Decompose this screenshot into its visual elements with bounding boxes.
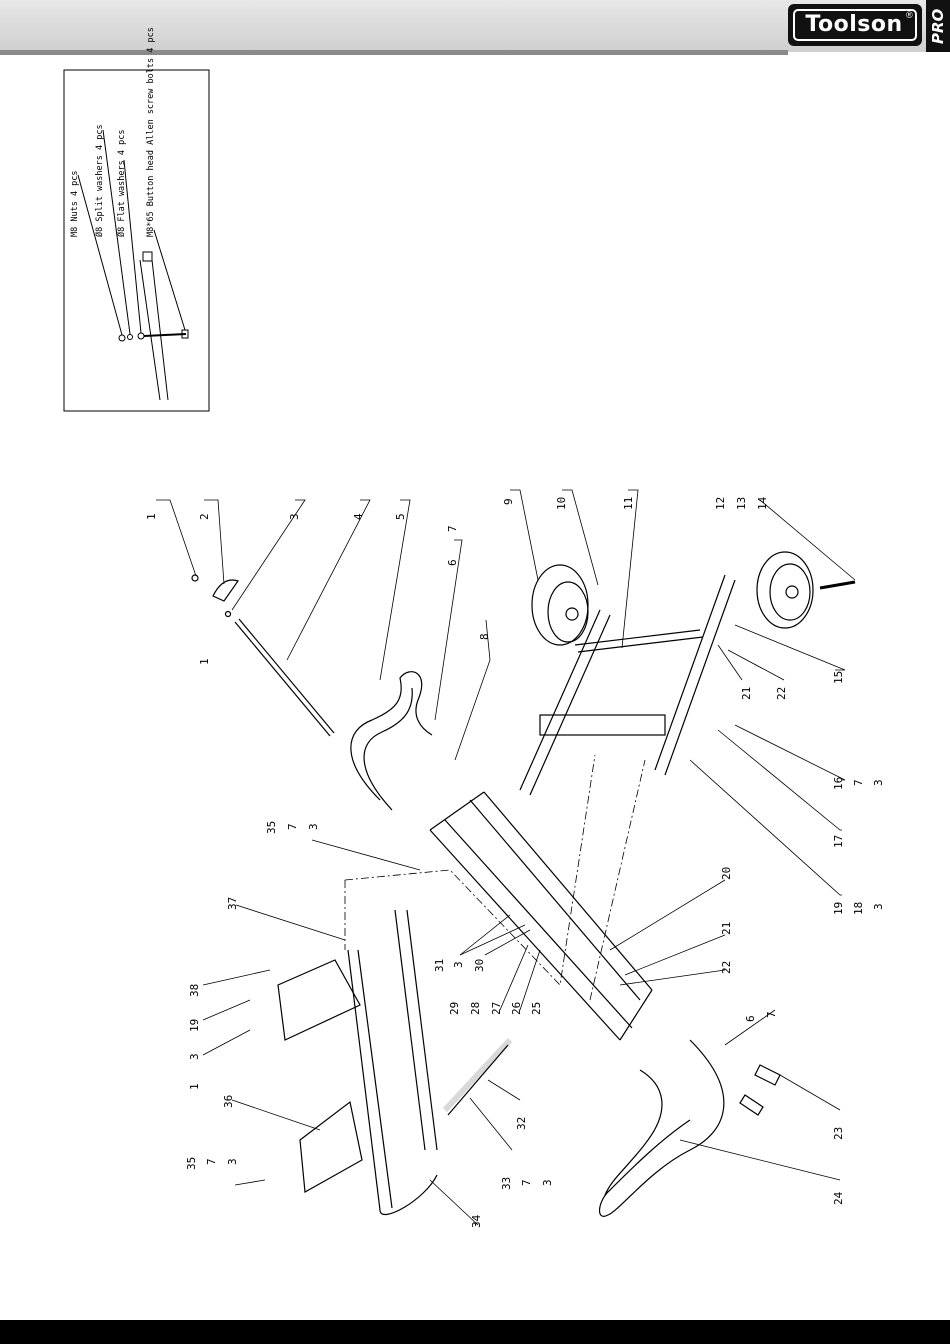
- callout-9: 9: [502, 498, 515, 505]
- callout-1: 1: [145, 513, 158, 520]
- callout-18: 18: [852, 902, 865, 915]
- callout-8: 8: [478, 633, 491, 640]
- callout-35b: 35: [185, 1157, 198, 1170]
- callout-7: 7: [446, 525, 459, 532]
- inset-label-split-washers: Ø8 Split washers 4 pcs: [94, 124, 105, 237]
- callout-2: 2: [198, 513, 211, 520]
- callout-36: 36: [222, 1095, 235, 1108]
- callout-26: 26: [510, 1002, 523, 1015]
- callout-13: 13: [735, 497, 748, 510]
- callout-7c: 7: [286, 823, 299, 830]
- callout-4: 4: [352, 513, 365, 520]
- callout-15: 15: [832, 671, 845, 684]
- callout-30: 30: [473, 959, 486, 972]
- callout-5: 5: [394, 513, 407, 520]
- callout-28: 28: [469, 1002, 482, 1015]
- inset-label-flat-washers: Ø8 Flat washers 4 pcs: [116, 130, 127, 237]
- page-footer: [0, 1320, 950, 1344]
- callout-16: 16: [832, 777, 845, 790]
- callout-14: 14: [756, 496, 769, 510]
- callout-19b: 19: [188, 1019, 201, 1032]
- callout-29: 29: [448, 1002, 461, 1015]
- frame-drawing: [156, 490, 855, 1225]
- callout-7f: 7: [765, 1011, 778, 1018]
- callout-3b: 3: [872, 779, 885, 786]
- callout-20: 20: [720, 867, 733, 880]
- callout-12: 12: [714, 497, 727, 510]
- callout-21: 21: [740, 687, 753, 700]
- callout-32: 32: [515, 1117, 528, 1130]
- callout-24: 24: [832, 1191, 845, 1205]
- callout-3g: 3: [226, 1158, 239, 1165]
- callout-1b: 1: [198, 658, 211, 665]
- callout-3h: 3: [541, 1179, 554, 1186]
- callout-19: 19: [832, 902, 845, 915]
- callout-23: 23: [832, 1127, 845, 1140]
- inset-label-nuts: M8 Nuts 4 pcs: [70, 170, 80, 237]
- callout-21b: 21: [720, 922, 733, 935]
- callout-6: 6: [446, 559, 459, 566]
- callout-7d: 7: [205, 1158, 218, 1165]
- callout-3c: 3: [872, 903, 885, 910]
- callout-3: 3: [288, 513, 301, 520]
- callout-7e: 7: [520, 1179, 533, 1186]
- callout-33: 33: [500, 1177, 513, 1190]
- callout-31: 31: [433, 959, 446, 972]
- callout-34: 34: [470, 1214, 483, 1228]
- callout-10: 10: [555, 497, 568, 510]
- inset-label-bolts: M8*65 Button head Allen screw bolts 4 pc…: [146, 27, 156, 237]
- inset-frame: [64, 70, 209, 411]
- callout-3d: 3: [307, 823, 320, 830]
- callout-3f: 3: [188, 1053, 201, 1060]
- callout-6b: 6: [744, 1015, 757, 1022]
- callout-25: 25: [530, 1002, 543, 1015]
- callout-22: 22: [775, 687, 788, 700]
- callout-22b: 22: [720, 961, 733, 974]
- callout-17: 17: [832, 835, 845, 848]
- callout-35: 35: [265, 821, 278, 834]
- callout-27: 27: [490, 1002, 503, 1015]
- callout-38: 38: [188, 984, 201, 997]
- callout-1c: 1: [188, 1083, 201, 1090]
- callout-7b: 7: [852, 779, 865, 786]
- callout-3e: 3: [452, 961, 465, 968]
- callout-37: 37: [226, 897, 239, 910]
- callout-11: 11: [622, 497, 635, 510]
